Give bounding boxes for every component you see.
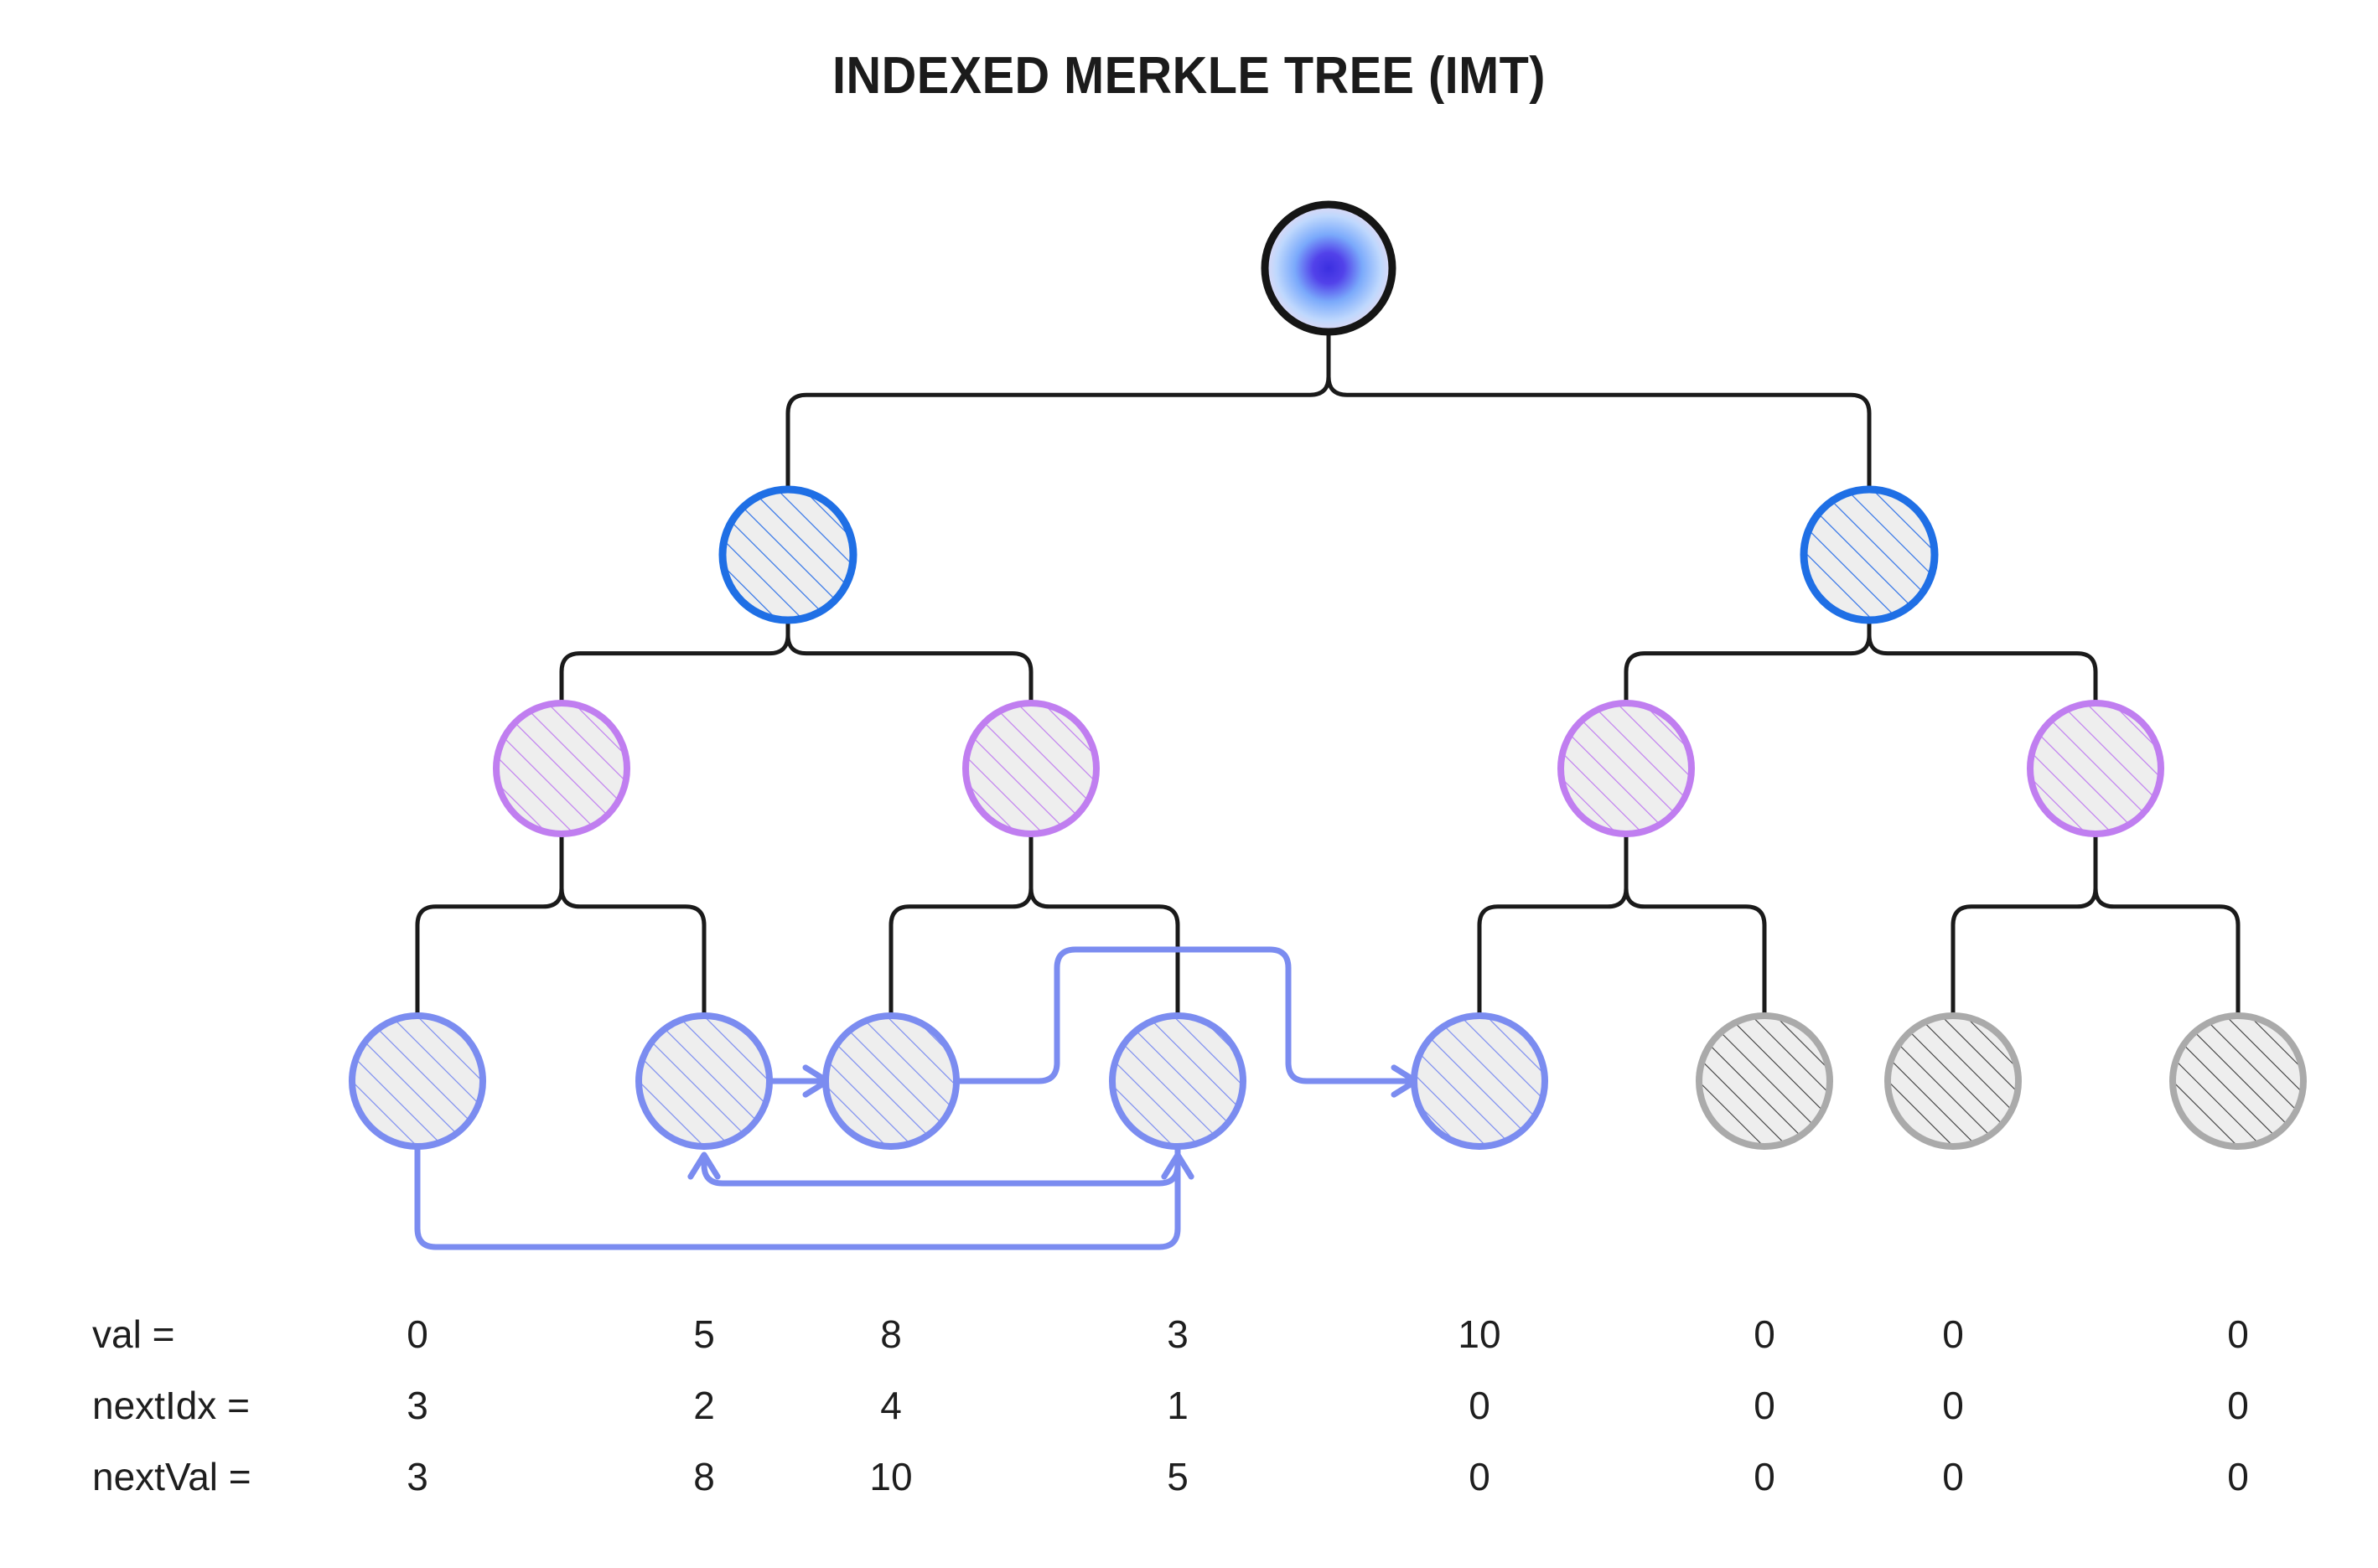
- legend-value-val-6: 0: [1942, 1312, 1964, 1356]
- edge-l2-1-leaf-3: [1028, 831, 1180, 1018]
- merkle-root[interactable]: [1261, 200, 1396, 336]
- leaf-node-0[interactable]: [349, 1012, 486, 1150]
- leaf-node-7[interactable]: [2169, 1012, 2307, 1150]
- internal-node-l2-3[interactable]: [2027, 700, 2164, 837]
- legend-value-nextIdx-6: 0: [1942, 1384, 1964, 1427]
- internal-node-l1-1[interactable]: [1800, 485, 1939, 624]
- legend-value-nextIdx-1: 2: [693, 1384, 715, 1427]
- legend-value-nextVal-1: 8: [693, 1455, 715, 1498]
- legend-value-nextIdx-4: 0: [1469, 1384, 1490, 1427]
- internal-node-l2-1[interactable]: [962, 700, 1100, 837]
- tree-edges-group: [415, 329, 2241, 1018]
- edge-l2-2-leaf-4: [1477, 831, 1629, 1018]
- internal-node-l1-0[interactable]: [718, 485, 857, 624]
- leaf-node-3[interactable]: [1109, 1012, 1246, 1150]
- legend-value-val-0: 0: [407, 1312, 428, 1356]
- legend-value-val-1: 5: [693, 1312, 715, 1356]
- link-leaf-3-to-leaf-1: [687, 1143, 1181, 1187]
- edge-l1-1-l2-2: [1624, 618, 1872, 706]
- legend-value-nextVal-7: 0: [2227, 1455, 2249, 1498]
- legend-value-nextVal-6: 0: [1942, 1455, 1964, 1498]
- legend-value-nextIdx-3: 1: [1167, 1384, 1189, 1427]
- edge-root-l1-0: [785, 329, 1331, 492]
- edge-l1-0-l2-1: [785, 618, 1034, 706]
- legend-label-val: val =: [92, 1312, 174, 1356]
- legend-value-nextIdx-0: 3: [407, 1384, 428, 1427]
- tree-nodes-group: [349, 200, 2307, 1150]
- legend-value-val-4: 10: [1458, 1312, 1500, 1356]
- leaf-node-2[interactable]: [822, 1012, 960, 1150]
- edge-l2-0-leaf-1: [559, 831, 707, 1018]
- edge-l1-1-l2-3: [1867, 618, 2098, 706]
- edge-l2-0-leaf-0: [415, 831, 564, 1018]
- legend-value-nextVal-5: 0: [1754, 1455, 1775, 1498]
- leaf-node-6[interactable]: [1884, 1012, 2022, 1150]
- legend-value-nextVal-4: 0: [1469, 1455, 1490, 1498]
- link-leaf-0-to-leaf-3: [414, 1143, 1194, 1250]
- legend-value-val-5: 0: [1754, 1312, 1775, 1356]
- legend-value-nextVal-2: 10: [869, 1455, 912, 1498]
- internal-node-l2-2[interactable]: [1557, 700, 1695, 837]
- legend-value-nextIdx-7: 0: [2227, 1384, 2249, 1427]
- legend-value-val-3: 3: [1167, 1312, 1189, 1356]
- edge-l2-2-leaf-5: [1624, 831, 1767, 1018]
- arrowhead-icon: [1161, 1151, 1194, 1180]
- edge-l2-3-leaf-6: [1951, 831, 2098, 1018]
- page-title: INDEXED MERKLE TREE (IMT): [832, 47, 1546, 105]
- edge-root-l1-1: [1326, 329, 1872, 492]
- leaf-node-5[interactable]: [1696, 1012, 1833, 1150]
- internal-node-l2-0[interactable]: [493, 700, 630, 837]
- leaf-node-4[interactable]: [1411, 1012, 1548, 1150]
- legend-value-val-2: 8: [880, 1312, 902, 1356]
- edge-l2-1-leaf-2: [889, 831, 1034, 1018]
- legend-value-nextVal-0: 3: [407, 1455, 428, 1498]
- legend-value-nextIdx-5: 0: [1754, 1384, 1775, 1427]
- legend-value-val-7: 0: [2227, 1312, 2249, 1356]
- link-leaf-1-to-leaf-2: [766, 1064, 831, 1098]
- legend-label-nextVal: nextVal =: [92, 1455, 251, 1498]
- edge-l1-0-l2-0: [559, 618, 790, 706]
- legend-label-nextIdx: nextIdx =: [92, 1384, 250, 1427]
- edge-l2-3-leaf-7: [2093, 831, 2241, 1018]
- arrowhead-icon: [687, 1151, 721, 1180]
- legend-value-nextVal-3: 5: [1167, 1455, 1189, 1498]
- leaf-node-1[interactable]: [635, 1012, 773, 1150]
- legend-value-nextIdx-2: 4: [880, 1384, 902, 1427]
